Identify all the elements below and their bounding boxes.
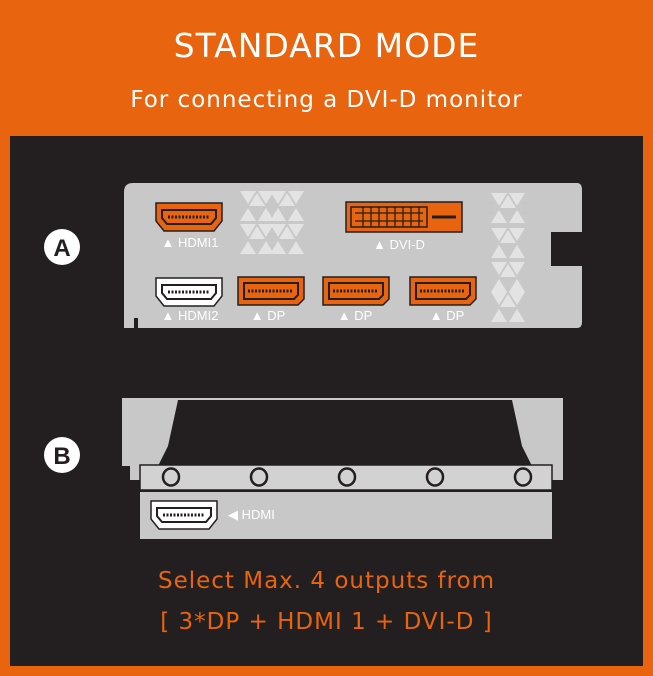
dp-port-icon xyxy=(321,275,391,307)
page-title: STANDARD MODE xyxy=(173,26,480,65)
bracket-a: ▲ HDMI1 ▲ HDMI2 ▲ DVI-D ▲ DP ▲ DP ▲ DP xyxy=(124,183,582,328)
hdmi2-port-icon xyxy=(154,276,224,308)
dvid-label: ▲ DVI-D xyxy=(373,237,425,252)
dp-port-icon xyxy=(236,275,306,307)
bracket-b-cover xyxy=(122,398,563,480)
hdmi1-label: ▲ HDMI1 xyxy=(162,235,219,250)
hdmi1-port-icon xyxy=(154,201,224,233)
dp-label: ▲ DP xyxy=(430,308,465,323)
hdmi2-label: ▲ HDMI2 xyxy=(162,308,219,323)
marker-a-label: A xyxy=(53,235,70,262)
footer-instruction: Select Max. 4 outputs from xyxy=(157,568,496,594)
dp-port-icon xyxy=(408,275,478,307)
hdmi-port-icon xyxy=(149,499,219,531)
bracket-b: ◀ HDMI xyxy=(122,398,563,539)
marker-b-label: B xyxy=(53,443,70,470)
dvid-port-icon xyxy=(345,201,463,233)
marker-a: A xyxy=(44,229,80,265)
bracket-b-screws xyxy=(161,467,533,487)
dp-label: ▲ DP xyxy=(251,308,286,323)
footer-options: [ 3*DP + HDMI 1 + DVI-D ] xyxy=(160,609,493,635)
hdmi-label: ◀ HDMI xyxy=(228,507,275,522)
dp-label: ▲ DP xyxy=(338,308,373,323)
page-subtitle: For connecting a DVI-D monitor xyxy=(130,87,523,113)
marker-b: B xyxy=(44,437,80,473)
